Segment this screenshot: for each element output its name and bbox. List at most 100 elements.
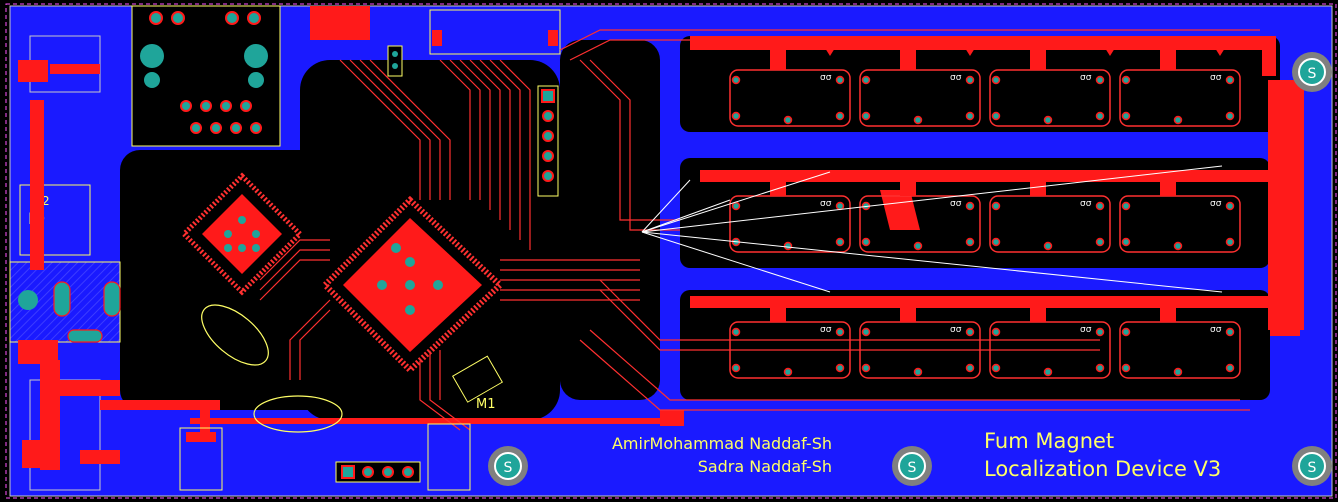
sensor-pad xyxy=(1173,115,1183,125)
sensor-smd-pad xyxy=(1160,48,1176,70)
power-traces-left xyxy=(18,60,684,470)
sensor-pad xyxy=(1043,241,1053,251)
bottom-header xyxy=(179,423,471,491)
sensor-cell-outline xyxy=(989,321,1111,379)
designator-two: 2 xyxy=(42,194,50,208)
sensor-pad xyxy=(1225,363,1235,373)
sensor-pad xyxy=(965,201,975,211)
sensor-pad xyxy=(861,75,871,85)
sensor-pad xyxy=(1225,201,1235,211)
sensor-pad xyxy=(783,241,793,251)
sensor-cell-outline xyxy=(989,195,1111,253)
sensor-pad xyxy=(913,367,923,377)
sensor-pad xyxy=(991,75,1001,85)
sensor-pad xyxy=(1225,237,1235,247)
mount-hole-top-right: S xyxy=(1292,52,1332,92)
sensor-pad xyxy=(783,367,793,377)
sensor-pad xyxy=(835,363,845,373)
sensor-label: σσ xyxy=(1210,325,1222,335)
sensor-cell-outline xyxy=(989,69,1111,127)
main-mcu xyxy=(320,195,505,375)
sensor-label: σσ xyxy=(950,325,962,335)
sensor-cell-outline xyxy=(1119,321,1241,379)
sensor-smd-pad xyxy=(1160,174,1176,196)
sensor-label: σσ xyxy=(820,325,832,335)
sensor-label: σσ xyxy=(1080,325,1092,335)
mount-hole-label: S xyxy=(1308,66,1317,82)
sensor-pad xyxy=(991,363,1001,373)
sensor-pad xyxy=(1225,75,1235,85)
sensor-pad xyxy=(913,115,923,125)
sensor-pad xyxy=(1095,363,1105,373)
sensor-pad xyxy=(861,327,871,337)
sensor-pad xyxy=(991,237,1001,247)
sensor-label: σσ xyxy=(950,199,962,209)
sensor-smd-pad xyxy=(770,174,786,196)
ratsnest-lines xyxy=(641,165,1223,293)
sensor-pad xyxy=(1121,237,1131,247)
sensor-cell-outline xyxy=(729,69,851,127)
mount-hole-label: S xyxy=(908,460,917,476)
sensor-smd-pad xyxy=(770,300,786,322)
sensor-pad xyxy=(835,237,845,247)
sensor-label: σσ xyxy=(820,199,832,209)
sensor-pad xyxy=(835,201,845,211)
pin-header-vertical xyxy=(537,85,559,197)
sensor-label: σσ xyxy=(1080,73,1092,83)
sensor-label: σσ xyxy=(1080,199,1092,209)
mount-hole-label: S xyxy=(1308,460,1317,476)
sensor-pad xyxy=(1095,201,1105,211)
sensor-pad xyxy=(731,201,741,211)
sensor-smd-pad xyxy=(900,48,916,70)
sensor-pad xyxy=(1121,201,1131,211)
sensor-pad xyxy=(1121,75,1131,85)
sensor-cell-outline xyxy=(859,321,981,379)
designator-m1: M1 xyxy=(476,397,496,412)
sensor-pad xyxy=(1095,237,1105,247)
author-name-2: Sadra Naddaf-Sh xyxy=(698,457,832,476)
sensor-pad xyxy=(1095,111,1105,121)
board-title-line-1: Fum Magnet xyxy=(984,429,1114,453)
sensor-cell-outline xyxy=(729,195,851,253)
sensor-pad xyxy=(1121,327,1131,337)
rj-connector xyxy=(131,5,281,147)
mount-hole-bottom-2: S xyxy=(892,446,932,486)
sensor-label: σσ xyxy=(1210,73,1222,83)
secondary-chip xyxy=(180,172,304,296)
signal-traces xyxy=(259,29,1270,431)
sensor-pad xyxy=(731,111,741,121)
author-credits: AmirMohammad Naddaf-Sh Sadra Naddaf-Sh xyxy=(612,434,832,476)
sensor-pad xyxy=(965,327,975,337)
sensor-pad xyxy=(1121,363,1131,373)
sensor-array xyxy=(690,36,1304,336)
sensor-smd-pad xyxy=(1030,300,1046,322)
sensor-cell-outline xyxy=(859,195,981,253)
sensor-cell-outline xyxy=(1119,195,1241,253)
sensor-pad xyxy=(1043,115,1053,125)
sensor-label: σσ xyxy=(950,73,962,83)
sensor-pad xyxy=(991,201,1001,211)
sensor-pad xyxy=(835,111,845,121)
m1-component: M1 xyxy=(451,355,504,412)
sensor-pad xyxy=(965,363,975,373)
board-title-line-2: Localization Device V3 xyxy=(984,457,1221,481)
sensor-pad xyxy=(991,327,1001,337)
sensor-pad xyxy=(1043,367,1053,377)
crystals xyxy=(18,281,343,433)
mount-hole-bottom-3: S xyxy=(1292,446,1332,486)
sensor-smd-pad xyxy=(1030,174,1046,196)
sensor-smd-pad xyxy=(900,300,916,322)
sensor-pad xyxy=(861,111,871,121)
sensor-pad xyxy=(913,241,923,251)
sensor-smd-pad xyxy=(1030,48,1046,70)
top-headers xyxy=(310,6,561,77)
sensor-pad xyxy=(731,75,741,85)
sensor-cell-outline xyxy=(1119,69,1241,127)
sensor-pad xyxy=(861,363,871,373)
sensor-pad xyxy=(861,237,871,247)
sensor-cell-outline xyxy=(859,69,981,127)
sensor-pad xyxy=(965,111,975,121)
sensor-smd-pad xyxy=(900,174,916,196)
